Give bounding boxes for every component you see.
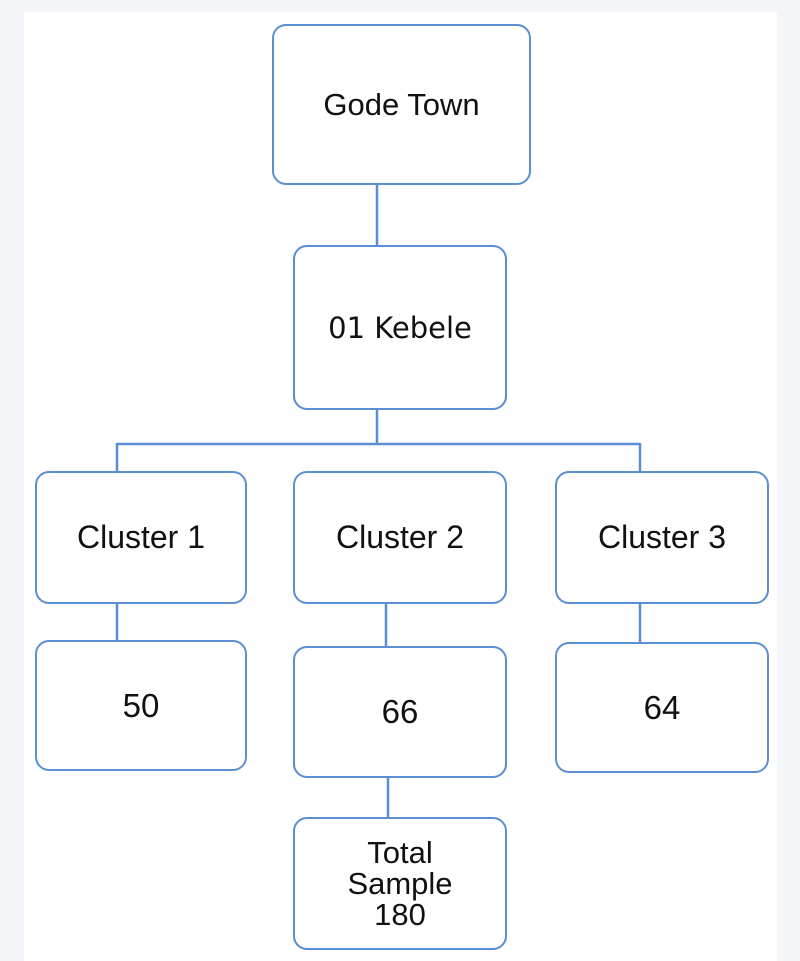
cluster-3-label: Cluster 3 — [597, 519, 727, 555]
cluster-3-node: Cluster 3 — [555, 471, 769, 604]
cluster-2-sample-node: 66 — [293, 646, 507, 778]
cluster-2-node: Cluster 2 — [293, 471, 507, 604]
cluster-3-sample-node: 64 — [555, 642, 769, 773]
kebele-node: 01 Kebele — [293, 245, 507, 410]
total-sample-node: Total Sample 180 — [293, 817, 507, 950]
cluster-1-node: Cluster 1 — [35, 471, 247, 604]
cluster-1-sample-node: 50 — [35, 640, 247, 771]
cluster-2-sample-value: 66 — [381, 693, 419, 730]
kebele-label: 01 Kebele — [328, 310, 472, 345]
cluster-1-sample-value: 50 — [122, 686, 160, 724]
gode-town-node: Gode Town — [272, 24, 531, 185]
cluster-2-label: Cluster 2 — [335, 519, 465, 555]
gode-town-label: Gode Town — [323, 86, 480, 122]
cluster-3-sample-value: 64 — [643, 688, 681, 726]
cluster-1-label: Cluster 1 — [76, 519, 206, 555]
total-sample-label: Total Sample 180 — [347, 835, 453, 932]
